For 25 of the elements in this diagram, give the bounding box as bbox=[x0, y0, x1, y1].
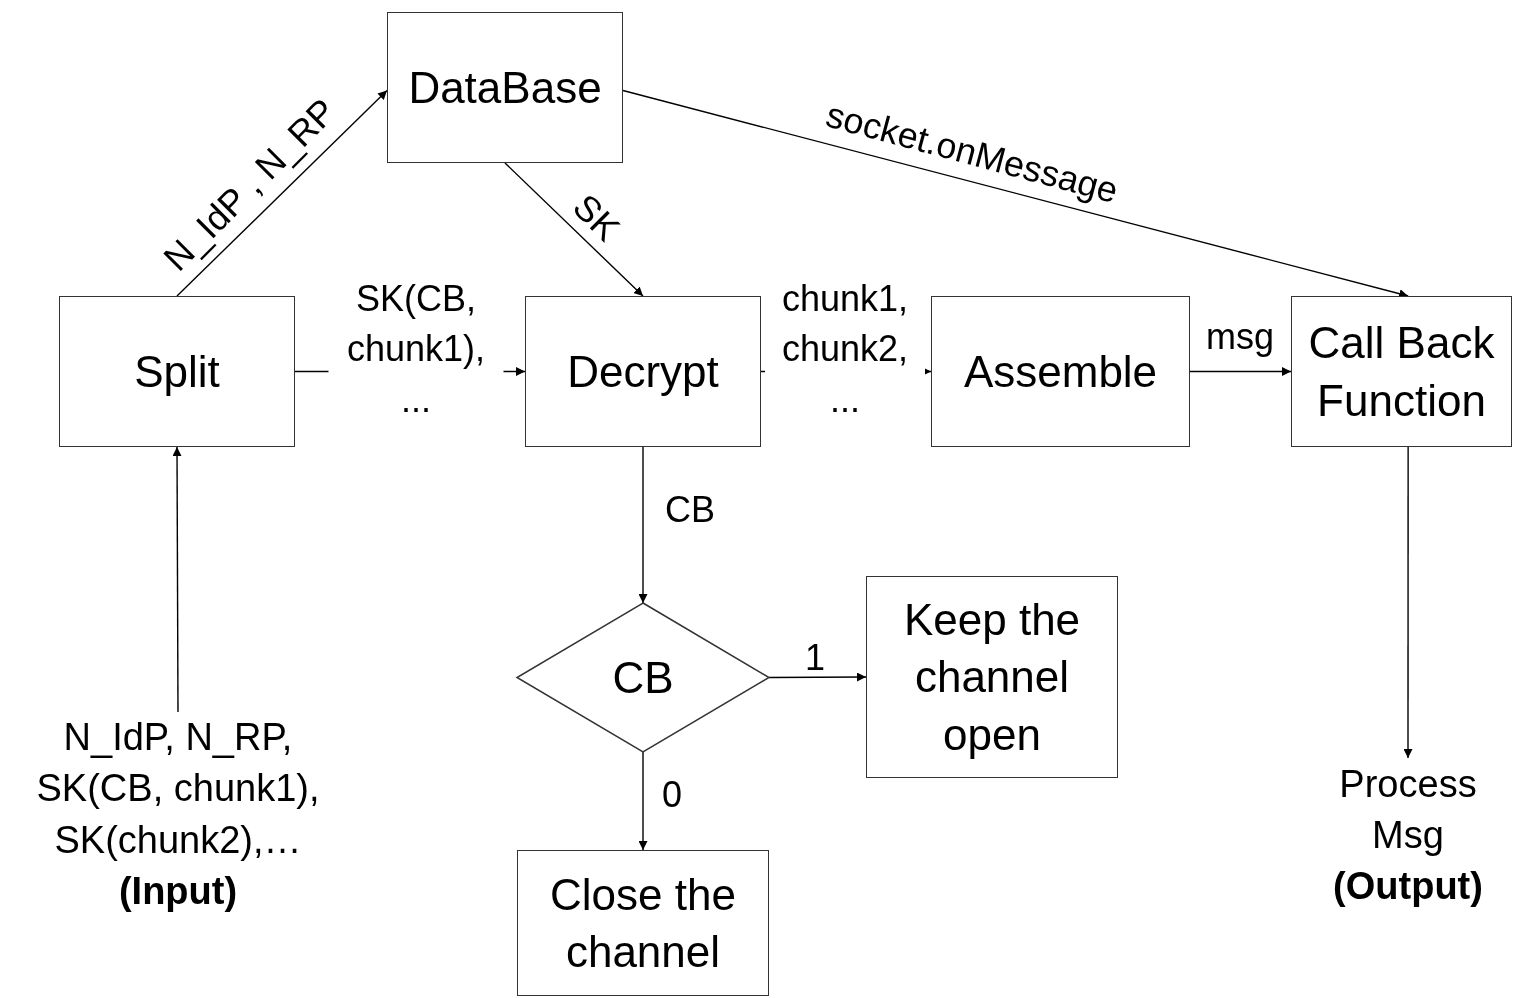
edge-label: SK bbox=[564, 185, 629, 251]
edge-label: CB bbox=[665, 487, 715, 532]
edge-label: 1 bbox=[805, 635, 825, 680]
process-box: DataBase bbox=[387, 12, 623, 163]
process-box: Call Back Function bbox=[1291, 296, 1512, 447]
role-label: (Output) bbox=[1333, 864, 1483, 910]
arrow bbox=[1189, 367, 1292, 376]
decision-label: CB bbox=[612, 652, 674, 703]
arrow bbox=[1403, 446, 1413, 759]
process-box: Keep the channel open bbox=[866, 576, 1118, 778]
arrow bbox=[504, 162, 644, 297]
process-box: Close the channel bbox=[517, 850, 769, 996]
arrow bbox=[768, 672, 867, 682]
process-box: Assemble bbox=[931, 296, 1190, 447]
arrow bbox=[638, 751, 648, 851]
data-text: Process Msg bbox=[1338, 761, 1478, 858]
role-label: (Input) bbox=[118, 868, 238, 914]
arrow bbox=[172, 446, 182, 713]
data-text: N_IdP, N_RP, SK(CB, chunk1), SK(chunk2),… bbox=[35, 714, 321, 863]
process-box: Decrypt bbox=[525, 296, 761, 447]
arrow bbox=[176, 89, 388, 297]
edge-label: msg bbox=[1206, 314, 1274, 359]
edge-label: 0 bbox=[662, 772, 682, 817]
process-box: Split bbox=[59, 296, 295, 447]
arrow bbox=[638, 446, 648, 604]
